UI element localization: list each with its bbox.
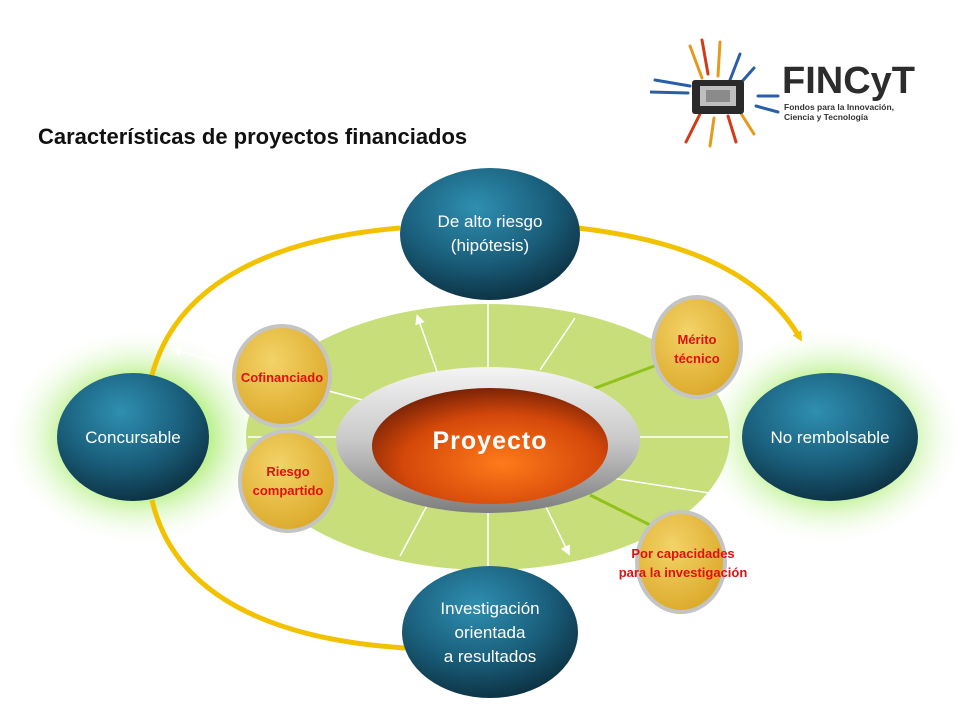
orbit-top-left [149,225,401,376]
node-bottom-line2: orientada [454,623,526,642]
node-left-label: Concursable [58,426,208,450]
sub-riesgo-label: Riesgo compartido [230,462,346,500]
logo-subtitle-line2: Ciencia y Tecnología [784,112,868,122]
sub-cofinanciado-label: Cofinanciado [220,368,344,387]
node-top-line2: (hipótesis) [450,236,530,255]
sub-connectors [589,360,666,527]
node-top-label: De alto riesgo (hipótesis) [400,210,580,258]
node-top-circle [400,168,580,300]
node-left-line1: Concursable [85,428,181,447]
sub-riesgo-line1: Riesgo [266,464,310,479]
orbit-top-right [577,225,803,342]
page-title: Características de proyectos financiados [38,124,468,149]
node-right-line1: No rembolsable [770,428,890,447]
node-right-circle [742,373,918,501]
sub-merito-line2: técnico [674,351,720,366]
node-bottom-line3: a resultados [443,647,537,666]
sub-merito-label: Mérito técnico [647,330,747,368]
fincyt-logo: FINCyT Fondos para la Innovación, Cienci… [650,38,940,148]
sub-cofinanciado-line1: Cofinanciado [240,370,324,385]
sub-riesgo-circle [238,429,338,533]
center-label: Proyecto [432,427,548,455]
orbit-bottom-left [149,499,406,651]
logo-subtitle-line1: Fondos para la Innovación, [784,102,895,112]
sub-capacidades-label: Por capacidades para la investigación [588,544,778,582]
node-left-circle [57,373,209,501]
node-bottom-circle [402,566,578,698]
node-right-label: No rembolsable [745,426,915,450]
sub-capacidades-line1: Por capacidades [631,546,735,561]
logo-subtitle: Fondos para la Innovación, Ciencia y Tec… [784,102,894,122]
node-bottom-line1: Investigación [440,599,540,618]
node-bottom-label: Investigación orientada a resultados [400,597,580,669]
sub-capacidades-circle [635,510,727,614]
center-node [372,388,608,504]
sub-riesgo-line2: compartido [252,483,324,498]
logo-wordmark: FINCyT [782,60,915,102]
node-top-line1: De alto riesgo [437,212,543,231]
sub-merito-line1: Mérito [677,332,717,347]
sub-cofinanciado-circle [232,324,332,428]
sub-capacidades-line2: para la investigación [618,565,748,580]
sub-merito-circle [651,295,743,399]
logo-emblem-icon [650,38,780,148]
